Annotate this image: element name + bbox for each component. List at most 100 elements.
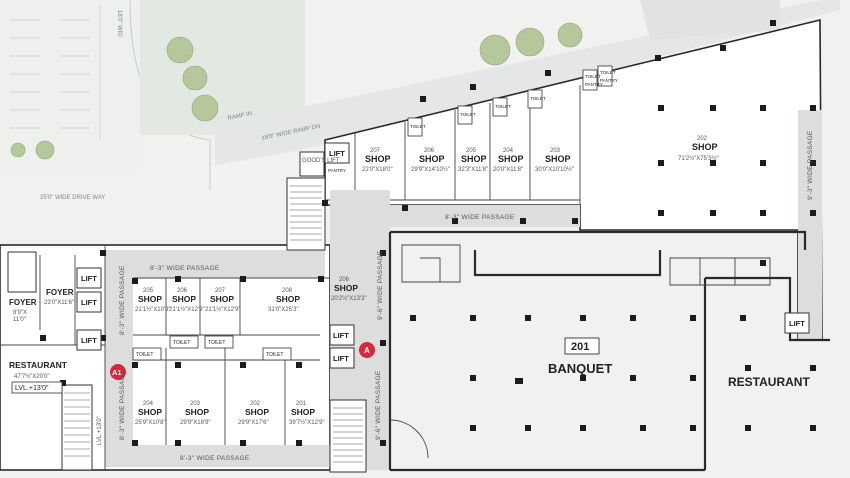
svg-text:203: 203 [190, 401, 201, 407]
svg-text:20'0"X11'8": 20'0"X11'8" [493, 167, 523, 173]
svg-text:LIFT: LIFT [81, 274, 97, 283]
road-label-top: 18'0" WID [116, 10, 122, 37]
svg-text:29'9"X14'10½": 29'9"X14'10½" [411, 166, 450, 173]
left-shop-202: 202 SHOP 29'9"X17'6" [238, 401, 269, 426]
upper-shop-207: 207 SHOP 22'0"X18'0" [362, 148, 393, 173]
svg-text:LIFT: LIFT [333, 331, 349, 340]
restaurant-right-label: RESTAURANT [728, 375, 810, 389]
svg-text:TOILET: TOILET [530, 96, 546, 101]
upper-shop-203: 203 SHOP 30'0"X10'10½" [535, 148, 574, 173]
svg-text:SHOP: SHOP [138, 407, 162, 417]
toilet-labels: TOILET TOILET TOILET TOILET TOILET TOILE… [136, 70, 616, 358]
passage-left-bottom: 8'-3" WIDE PASSAGE [180, 455, 250, 462]
stair-left-treads [64, 392, 90, 457]
door-swing [389, 419, 429, 459]
svg-text:208: 208 [282, 288, 293, 294]
svg-text:TOILET: TOILET [136, 352, 153, 358]
parking-bays [10, 5, 101, 140]
svg-text:TOILET: TOILET [173, 340, 190, 346]
svg-text:LIFT: LIFT [81, 298, 97, 307]
svg-text:SHOP: SHOP [276, 294, 300, 304]
upper-shop-205: 205 SHOP 32'3"X11'8" [458, 148, 488, 173]
svg-text:203: 203 [550, 148, 561, 154]
left-shop-203: 203 SHOP 29'9"X18'9" [180, 401, 211, 426]
marker-a1: A1 [112, 368, 122, 377]
parking-area [0, 0, 140, 170]
banquet-label: BANQUET [548, 361, 612, 376]
svg-text:SHOP: SHOP [291, 407, 315, 417]
svg-text:LIFT: LIFT [789, 319, 805, 328]
foyer-1-size-2: 11'0" [13, 317, 26, 323]
svg-text:204: 204 [143, 401, 154, 407]
svg-text:SHOP: SHOP [498, 154, 524, 164]
svg-text:21'1½"X12'9": 21'1½"X12'9" [169, 306, 205, 313]
banquet-number: 201 [571, 341, 589, 353]
svg-text:SHOP: SHOP [419, 154, 445, 164]
stair-lower-treads [333, 407, 363, 463]
svg-text:SHOP: SHOP [692, 142, 718, 152]
svg-text:21'1½"X12'9": 21'1½"X12'9" [205, 306, 241, 313]
level-box [11, 381, 63, 394]
svg-text:LIFT: LIFT [329, 149, 345, 158]
stair-foyer [7, 251, 37, 293]
left-shop-204: 204 SHOP 25'9"X10'8" [135, 401, 166, 426]
restaurant-left-size: 47'7½"X20'0" [14, 373, 50, 380]
svg-text:206: 206 [339, 277, 350, 283]
svg-text:71'2½"X75'3½": 71'2½"X75'3½" [678, 155, 719, 162]
marker-a-dot [359, 342, 375, 358]
tree-icons [10, 22, 583, 160]
svg-text:206: 206 [424, 148, 435, 154]
svg-text:SHOP: SHOP [245, 407, 269, 417]
svg-text:29'9"X18'9": 29'9"X18'9" [180, 420, 211, 426]
ramp-upper [640, 0, 780, 40]
svg-text:205: 205 [466, 148, 477, 154]
passage-left-top: 8'-3" WIDE PASSAGE [150, 265, 220, 272]
left-shop-205: 205 SHOP 21'1½"X10'9" [135, 288, 171, 313]
passage-left-vertical-2: 8'-3" WIDE PASSAGE [119, 370, 126, 440]
left-passage-bottom [105, 445, 330, 467]
svg-text:201: 201 [296, 401, 307, 407]
svg-text:SHOP: SHOP [461, 154, 487, 164]
lift-boxes [76, 142, 810, 369]
svg-text:LIFT: LIFT [81, 336, 97, 345]
center-shop-206: 206 SHOP 20'2½"X13'3" [331, 277, 367, 302]
ramp-in-label: RAMP IN [227, 111, 253, 122]
svg-text:20'2½"X13'3": 20'2½"X13'3" [331, 295, 367, 302]
svg-text:39'7½"X12'9": 39'7½"X12'9" [289, 419, 325, 426]
foyer-2-size: 23'0"X11'6" [44, 300, 74, 306]
upper-shop-202: 202 SHOP 71'2½"X75'3½" [678, 136, 719, 162]
stair-upper-treads [290, 185, 322, 241]
svg-text:32'3"X11'8": 32'3"X11'8" [458, 167, 488, 173]
passage-left-vertical: 8'-3" WIDE PASSAGE [119, 265, 126, 335]
goods-lift-box [299, 151, 325, 177]
passage-right-vertical: 9'-3" WIDE PASSAGE [807, 130, 814, 200]
svg-text:TOILET: TOILET [600, 70, 616, 75]
svg-text:30'0"X10'10½": 30'0"X10'10½" [535, 166, 574, 173]
left-shop-201: 201 SHOP 39'7½"X12'9" [289, 401, 325, 426]
restaurant-left-label: RESTAURANT [9, 360, 68, 370]
left-passage-vertical [105, 278, 133, 445]
foyer-2-label: FOYER [46, 288, 74, 297]
upper-shop-204: 204 SHOP 20'0"X11'8" [493, 148, 524, 173]
left-shop-208: 208 SHOP 31'0"X25'3" [268, 288, 300, 313]
left-passage-top [105, 250, 325, 278]
banquet-number-box [564, 337, 600, 355]
svg-text:PANTRY: PANTRY [600, 78, 618, 83]
left-shop-206: 206 SHOP 21'1½"X12'9" [169, 288, 205, 313]
marker-a1-dot [110, 364, 126, 380]
stair-lower [329, 399, 367, 473]
lift-labels: LIFT LIFT LIFT LIFT LIFT LIFT LIFT [81, 149, 805, 363]
passage-center-lower: 9'-6" WIDE PASSAGE [375, 370, 382, 440]
svg-text:PANTRY: PANTRY [328, 168, 346, 173]
toilet-boxes [132, 65, 613, 361]
svg-text:21'1½"X10'9": 21'1½"X10'9" [135, 306, 171, 313]
svg-text:206: 206 [177, 288, 188, 294]
svg-text:204: 204 [503, 148, 514, 154]
svg-text:TOILET: TOILET [410, 124, 426, 129]
passage-upper: 8'-3" WIDE PASSAGE [445, 214, 515, 221]
svg-text:SHOP: SHOP [185, 407, 209, 417]
ramp-road [215, 0, 840, 165]
svg-text:SHOP: SHOP [545, 154, 571, 164]
banquet-inner-rooms [401, 244, 771, 286]
